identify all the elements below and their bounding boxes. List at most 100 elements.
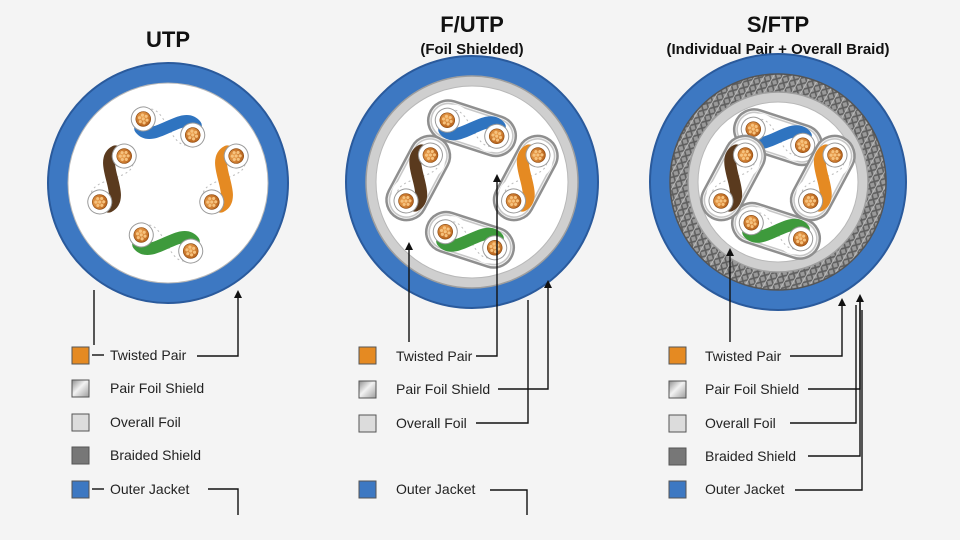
copper-strand [140, 237, 144, 241]
copper-strand [208, 203, 212, 208]
copper-strand [238, 154, 242, 158]
copper-strand [492, 242, 496, 246]
futp-cable-interior [375, 85, 569, 279]
copper-strand [719, 199, 723, 203]
copper-strand [511, 199, 516, 203]
copper-strand [536, 153, 540, 157]
utp-legend-label: Overall Foil [110, 414, 181, 430]
leader-arrowhead [234, 290, 242, 298]
sftp-legend-swatch [668, 346, 687, 365]
copper-strand [805, 199, 809, 203]
copper-strand [186, 252, 190, 256]
copper-strand [809, 199, 813, 203]
copper-strand [192, 250, 197, 254]
copper-strand [745, 156, 750, 160]
futp-legend-swatch [358, 346, 377, 365]
copper-strand [439, 228, 444, 233]
copper-strand [449, 119, 453, 123]
copper-strand [721, 195, 725, 200]
copper-strand [745, 219, 750, 224]
copper-strand [230, 154, 234, 158]
copper-strand [801, 143, 805, 147]
futp-legend-label: Outer Jacket [396, 481, 475, 497]
copper-strand [721, 202, 725, 206]
futp-legend-swatch [358, 380, 377, 399]
copper-strand [796, 239, 800, 244]
colored-wire [132, 231, 200, 255]
copper-strand [136, 236, 140, 240]
copper-strand [831, 150, 835, 154]
utp-legend-swatch [71, 413, 90, 432]
utp-green-twisted-pair [128, 219, 204, 267]
leader-arrowhead [405, 242, 413, 250]
copper-strand [750, 225, 754, 229]
copper-strand [140, 113, 145, 117]
copper-strand [236, 150, 240, 155]
copper-strand [144, 114, 148, 118]
leader-line [498, 282, 549, 390]
copper-strand [404, 199, 408, 203]
utp-legend-label: Pair Foil Shield [110, 380, 204, 396]
copper-strand [96, 203, 100, 208]
sftp-title: S/FTP [747, 12, 809, 37]
copper-strand [795, 236, 799, 240]
copper-strand [191, 133, 195, 137]
copper-strand [749, 221, 753, 225]
futp-legend-swatch [358, 414, 377, 433]
utp-cable-interior [67, 82, 269, 284]
copper-strand [402, 196, 406, 200]
copper-strand [806, 196, 811, 200]
copper-strand [138, 120, 142, 124]
futp-brown-twisted-pair [385, 134, 452, 222]
copper-strand [741, 150, 745, 154]
copper-strand [446, 122, 450, 126]
sftp-orange-twisted-pair [789, 134, 856, 222]
futp-title: F/UTP [440, 12, 504, 37]
copper-strand [746, 223, 750, 227]
copper-strand [135, 232, 140, 236]
copper-strand [430, 149, 434, 154]
utp-cable [47, 62, 289, 304]
copper-strand [752, 131, 756, 135]
sftp-subtitle: (Individual Pair + Overall Braid) [667, 41, 890, 58]
copper-strand [428, 153, 433, 157]
colored-wire [723, 144, 743, 212]
copper-strand [807, 202, 811, 207]
copper-strand [509, 196, 514, 200]
copper-strand [534, 156, 538, 161]
sftp-legend-label: Braided Shield [705, 448, 796, 464]
copper-strand [755, 128, 759, 132]
copper-strand [236, 157, 240, 161]
utp-blue-twisted-pair [130, 103, 206, 151]
copper-strand [538, 149, 542, 154]
copper-strand [494, 130, 498, 134]
copper-strand [748, 130, 752, 134]
copper-strand [138, 229, 143, 233]
utp-title: UTP [146, 27, 190, 52]
copper-strand [188, 245, 192, 249]
futp-cable [345, 55, 599, 309]
copper-strand [715, 199, 719, 203]
copper-strand [491, 133, 495, 137]
copper-strand [424, 153, 429, 157]
futp-orange-twisted-pair [492, 134, 559, 222]
copper-strand [214, 200, 218, 204]
copper-strand [426, 150, 430, 154]
leader-line [476, 176, 498, 357]
copper-strand [442, 121, 446, 125]
sftp-legend-swatch [668, 380, 687, 399]
colored-wire [438, 116, 506, 141]
copper-strand [490, 248, 494, 253]
copper-strand [751, 127, 755, 131]
colored-wire [516, 144, 536, 212]
utp-orange-twisted-pair [197, 143, 251, 215]
copper-strand [810, 195, 815, 200]
copper-strand [797, 142, 801, 146]
copper-strand [212, 203, 216, 207]
copper-strand [448, 115, 452, 120]
copper-strand [139, 233, 143, 237]
copper-strand [118, 154, 122, 158]
copper-strand [802, 238, 807, 242]
copper-strand [498, 135, 503, 140]
